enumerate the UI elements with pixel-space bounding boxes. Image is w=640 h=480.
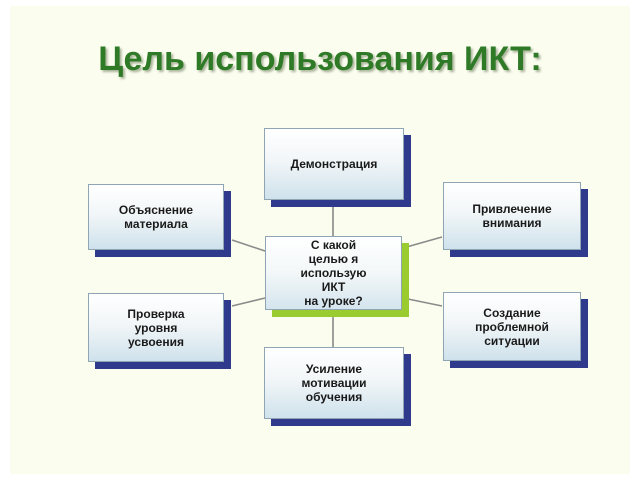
- connector-left-top: [231, 239, 266, 252]
- connector-right-top: [402, 236, 443, 249]
- node-assessment: Проверка уровня усвоения: [88, 293, 224, 362]
- node-problem-situation: Создание проблемной ситуации: [443, 292, 581, 361]
- node-explanation: Объяснение материала: [88, 184, 224, 250]
- connector-right-bottom: [402, 297, 443, 307]
- node-motivation: Усиление мотивации обучения: [264, 347, 404, 419]
- slide-title: Цель использования ИКТ:: [98, 40, 542, 78]
- connector-left-bottom: [231, 297, 266, 307]
- node-attention: Привлечение внимания: [443, 182, 581, 250]
- node-center-question: С какой целью я использую ИКТ на уроке?: [265, 236, 402, 310]
- node-demonstration: Демонстрация: [264, 128, 404, 200]
